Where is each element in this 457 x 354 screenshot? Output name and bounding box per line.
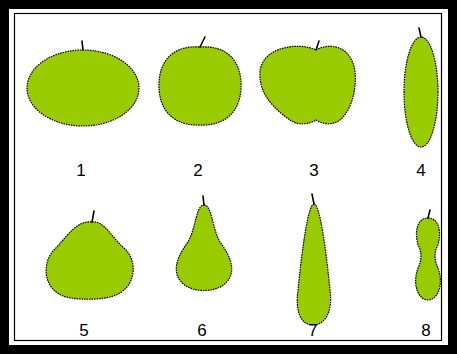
callout-number: 2 — [193, 162, 202, 179]
stem — [316, 41, 319, 50]
callout-number: 3 — [309, 162, 318, 179]
callout-number: 1 — [76, 162, 85, 179]
callout-number: 7 — [308, 322, 317, 339]
outer-frame — [5, 5, 453, 350]
stem — [82, 41, 83, 50]
callout-number: 8 — [421, 322, 430, 339]
broad-pear-fruit — [46, 222, 133, 299]
stem — [312, 194, 314, 204]
stem — [92, 211, 94, 222]
stem — [200, 37, 205, 47]
callout-number: 5 — [79, 322, 88, 339]
waisted-fruit — [416, 218, 441, 300]
callout-number: 6 — [197, 322, 206, 339]
elongated-fruit — [404, 37, 438, 147]
apple-fruit — [260, 46, 355, 123]
callout-number: 4 — [416, 162, 425, 179]
oblate-fruit — [27, 50, 139, 126]
stem — [419, 28, 421, 37]
inner-frame — [15, 14, 442, 341]
pear-fruit — [176, 205, 231, 291]
stem — [428, 210, 430, 218]
stem — [203, 196, 204, 205]
round-fruit — [159, 47, 241, 125]
teardrop-fruit — [297, 204, 330, 325]
